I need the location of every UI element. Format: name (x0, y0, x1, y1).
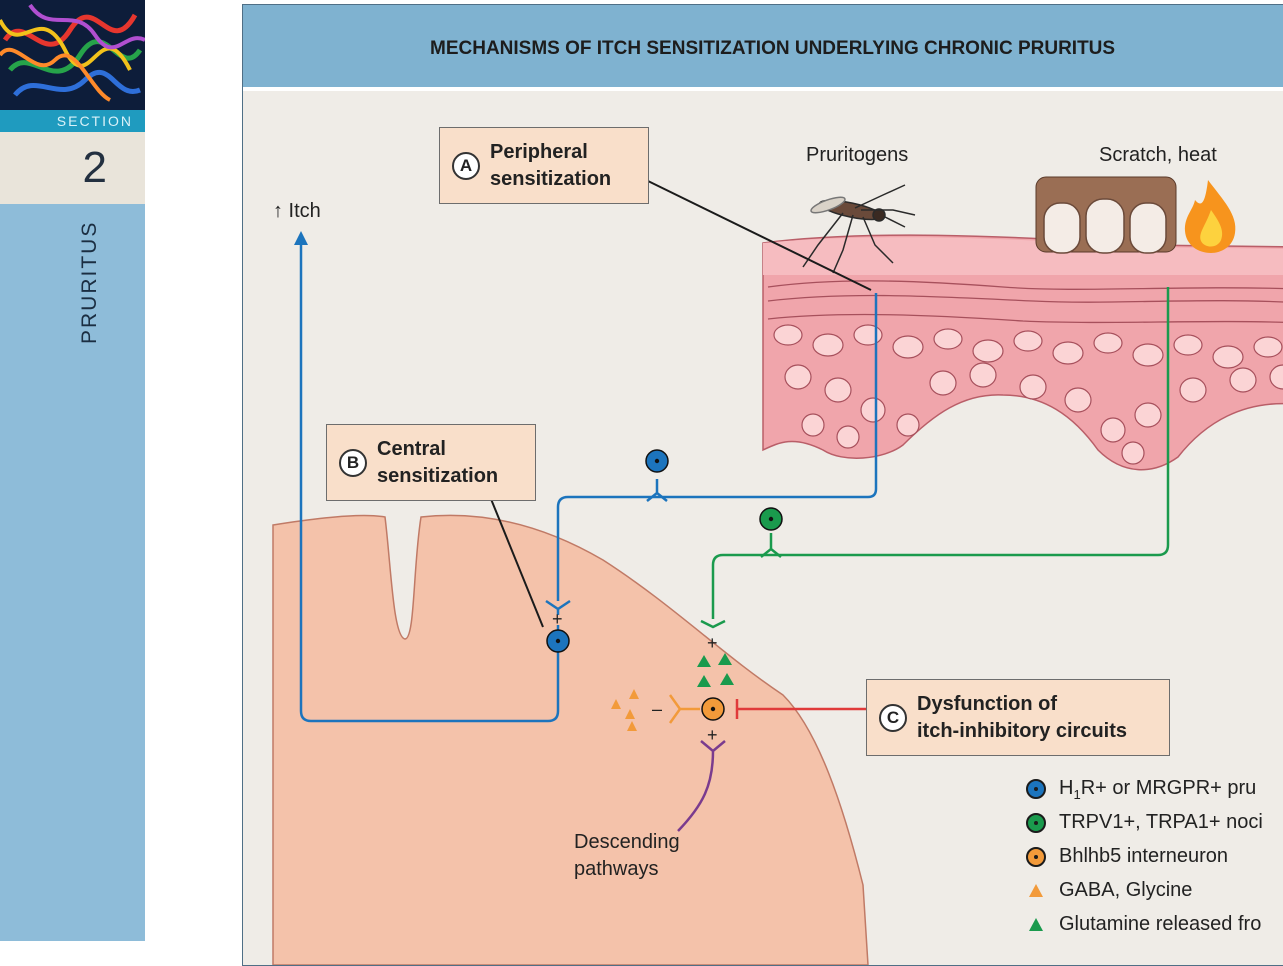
pruriceptor-pathway (299, 237, 878, 723)
interneuron-cell (701, 697, 725, 721)
glutamate-release-marks (697, 653, 734, 687)
leader-line-central (490, 498, 544, 628)
legend-swatch (1026, 779, 1046, 799)
section-number: 2 (0, 132, 145, 204)
callout-inhibitory-dysfunction: C Dysfunction of itch-inhibitory circuit… (866, 679, 1170, 756)
legend-text: GABA, Glycine (1059, 879, 1193, 901)
callout-peripheral-sensitization: A Peripheral sensitization (439, 127, 649, 204)
section-sidebar: SECTION 2 PRURITUS (0, 0, 145, 941)
descending-pathway (677, 740, 726, 832)
spinal-cord-section (272, 514, 869, 965)
figure-header: MECHANISMS OF ITCH SENSITIZATION UNDERLY… (243, 5, 1283, 91)
protein-ribbon-image (0, 3, 145, 102)
figure-title: MECHANISMS OF ITCH SENSITIZATION UNDERLY… (430, 38, 1116, 59)
legend-triangle-icon (1029, 884, 1043, 897)
fingers-illustration (1035, 176, 1177, 254)
section-label: SECTION (0, 110, 145, 132)
callout-central-sensitization: B Central sensitization (326, 424, 536, 501)
plus-sign: + (552, 609, 563, 629)
descending-pathways-label: Descending pathways (574, 831, 680, 880)
callout-badge: A (452, 151, 480, 180)
legend-text: Bhlhb5 interneuron (1059, 845, 1229, 867)
projection-neuron-cell (546, 629, 570, 653)
callout-text: Peripheral sensitization (490, 140, 612, 190)
legend-text: Glutamine released fro (1059, 913, 1262, 935)
callout-text: Dysfunction of itch-inhibitory circuits (917, 692, 1128, 742)
legend-text: H1R+ or MRGPR+ pru (1059, 777, 1257, 802)
legend-swatch (1026, 847, 1046, 867)
legend-swatch (1026, 813, 1046, 833)
itch-arrowhead (294, 231, 308, 245)
pruritogens-label: Pruritogens (806, 144, 909, 166)
inhibition-line (735, 699, 867, 719)
callout-badge: B (339, 448, 367, 477)
nociceptor-pathway (700, 287, 1170, 629)
nociceptor-neuron-cell (759, 507, 783, 531)
minus-sign: – (652, 699, 663, 719)
callout-badge: C (879, 703, 907, 732)
gaba-glycine-marks (611, 689, 639, 731)
figure-panel: MECHANISMS OF ITCH SENSITIZATION UNDERLY… (242, 4, 1283, 966)
section-artwork (0, 0, 145, 110)
pruriceptor-neuron-cell (645, 449, 669, 473)
flame-icon (1184, 180, 1236, 253)
scratch-heat-label: Scratch, heat (1099, 144, 1217, 166)
plus-sign: + (707, 725, 718, 745)
mosquito-illustration (802, 184, 916, 274)
callout-text: Central sensitization (377, 437, 499, 487)
interneuron-synapse (668, 694, 700, 724)
leader-line-peripheral (647, 180, 872, 291)
section-topic: PRURITUS (78, 220, 101, 344)
plus-sign: + (707, 633, 718, 653)
legend-triangle-icon (1029, 918, 1043, 931)
mechanism-diagram (272, 176, 1283, 965)
skin-epidermis (762, 234, 1283, 471)
legend-text: TRPV1+, TRPA1+ noci (1059, 811, 1263, 833)
itch-label: ↑ Itch (273, 200, 321, 222)
